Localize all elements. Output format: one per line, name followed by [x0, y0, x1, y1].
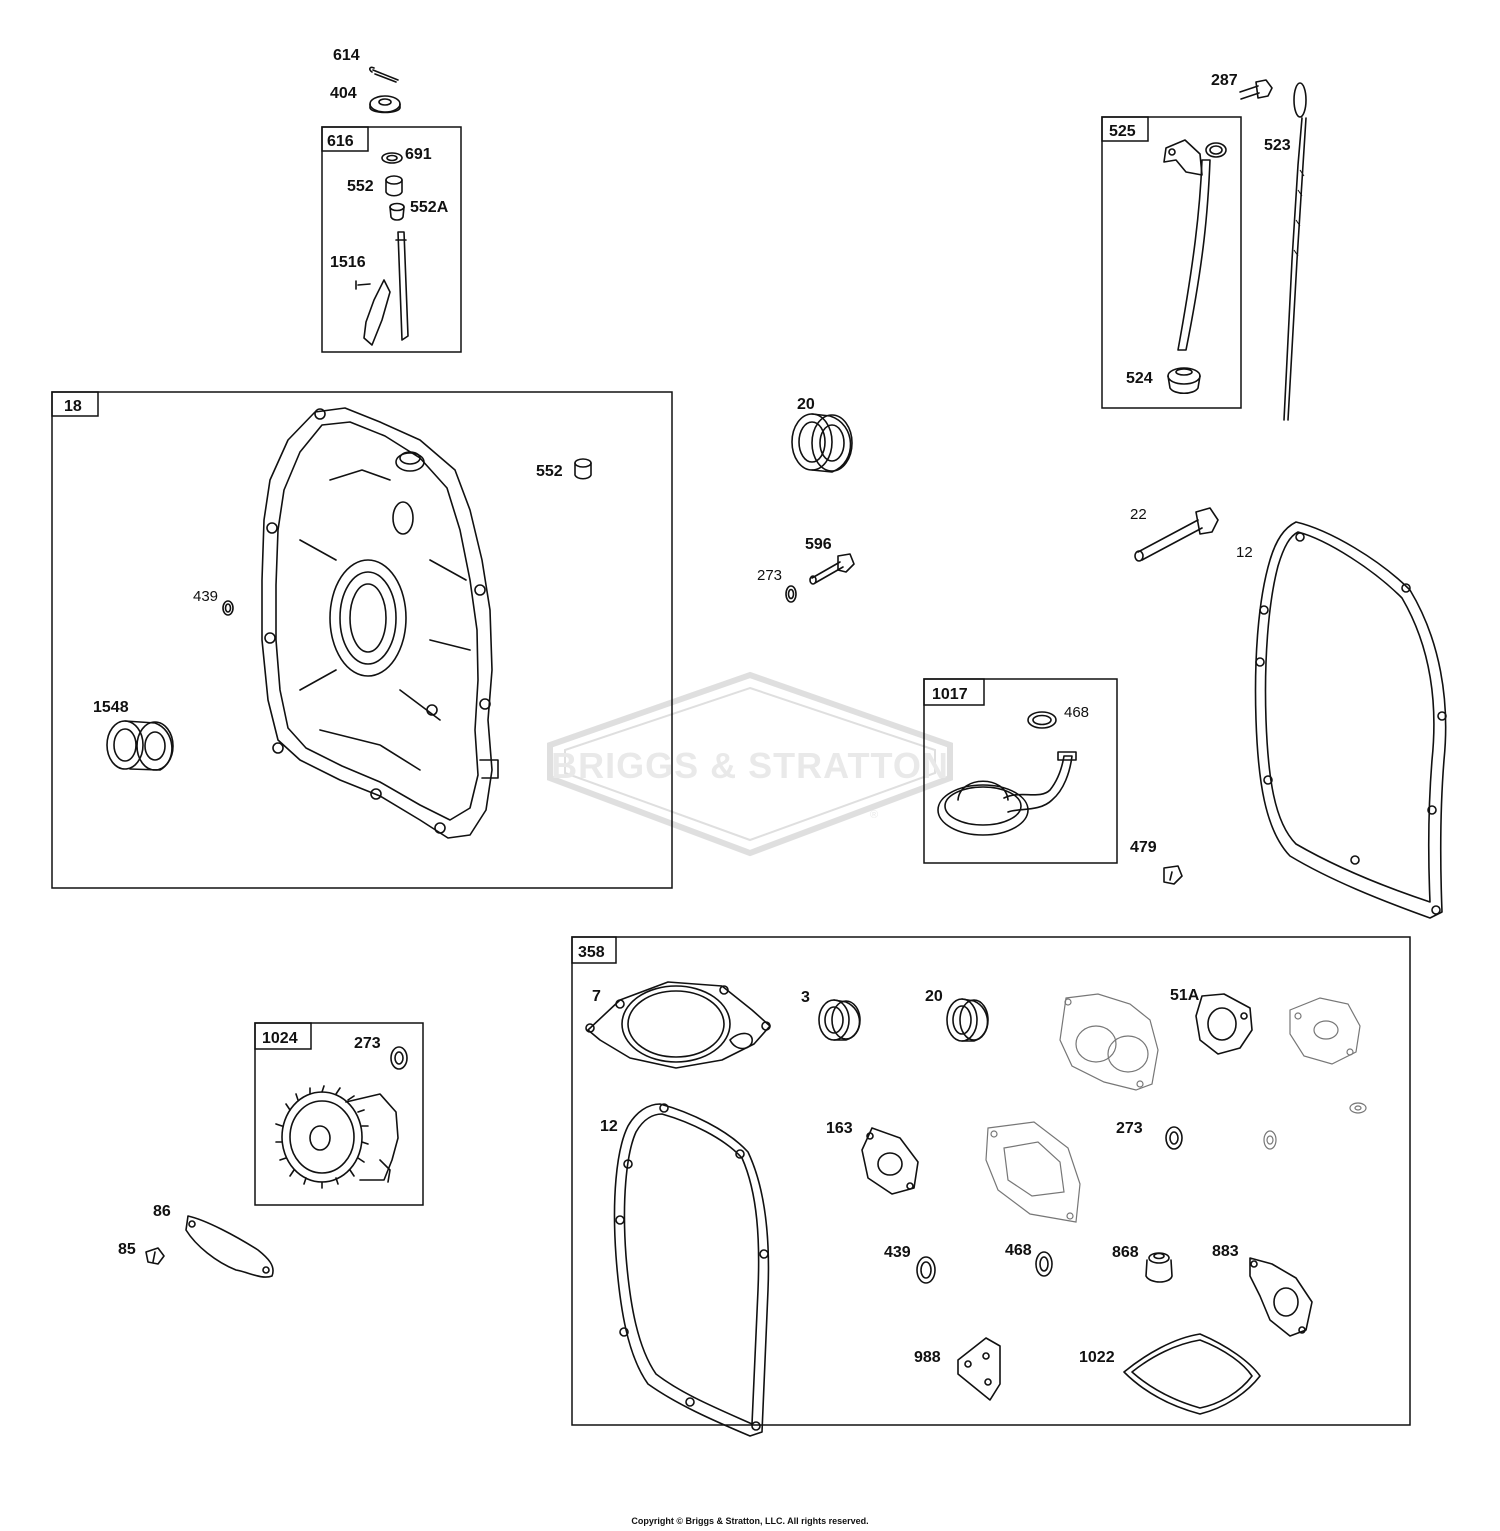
- part-273-washer-1024: [390, 1046, 408, 1070]
- part-163-gasket: [861, 1127, 919, 1195]
- part-1022-gasket: [1123, 1333, 1261, 1415]
- part-439-oring-kit: [916, 1256, 936, 1284]
- part-crankcase-cover: [261, 407, 499, 839]
- part-287-screw: [1239, 79, 1273, 100]
- label-3: 3: [801, 989, 810, 1006]
- part-1548-bearing: [106, 720, 174, 771]
- label-552-mid: 552: [536, 463, 563, 480]
- part-small-grey-washer-b: [1263, 1130, 1277, 1150]
- kit-box-616: 616: [321, 126, 462, 353]
- label-596: 596: [805, 536, 832, 553]
- label-51A: 51A: [1170, 987, 1200, 1004]
- label-20-mid: 20: [797, 396, 815, 413]
- kit-box-358: 358: [571, 936, 1411, 1426]
- part-gasket-grey-mid: [985, 1121, 1081, 1223]
- label-273-kit: 273: [1116, 1120, 1143, 1137]
- part-468-oring-kit: [1035, 1251, 1053, 1277]
- part-691-ring: [381, 152, 403, 164]
- part-dipstick-tube: [1163, 139, 1227, 351]
- label-12-right: 12: [1236, 544, 1253, 561]
- label-552-top: 552: [347, 178, 374, 195]
- part-1024-oil-pump: [275, 1085, 399, 1189]
- part-273-washer-mid: [785, 585, 797, 603]
- part-small-grey-washer-a: [1349, 1102, 1367, 1114]
- part-552-bushing-mid: [574, 458, 592, 480]
- label-163: 163: [826, 1120, 853, 1137]
- watermark-registered: ®: [870, 809, 878, 821]
- label-22: 22: [1130, 506, 1147, 523]
- label-468-mid: 468: [1064, 704, 1089, 721]
- part-988-gasket: [957, 1337, 1001, 1401]
- label-479: 479: [1130, 839, 1157, 856]
- part-439-oring-mid: [222, 600, 234, 616]
- part-exhaust-gasket-grey: [1059, 993, 1159, 1091]
- part-404-washer: [369, 95, 401, 114]
- label-868: 868: [1112, 1244, 1139, 1261]
- part-governor-arm: [363, 279, 391, 346]
- part-868-valve-seal: [1145, 1252, 1173, 1283]
- part-273-washer-kit: [1165, 1126, 1183, 1150]
- box-label-18: 18: [64, 398, 82, 415]
- label-1548: 1548: [93, 699, 129, 716]
- copyright-notice: Copyright © Briggs & Stratton, LLC. All …: [631, 1516, 869, 1526]
- part-552-bushing-top: [385, 175, 403, 197]
- label-7: 7: [592, 988, 601, 1005]
- part-86-cover: [185, 1215, 274, 1278]
- part-468-oring-mid: [1027, 711, 1057, 729]
- kit-box-525: 525: [1101, 116, 1242, 409]
- label-468-kit: 468: [1005, 1242, 1032, 1259]
- kit-box-1024: 1024: [254, 1022, 424, 1206]
- part-12-gasket-kit: [613, 1103, 770, 1437]
- label-85: 85: [118, 1241, 136, 1258]
- part-479-screw: [1163, 865, 1183, 885]
- label-883: 883: [1212, 1243, 1239, 1260]
- part-12-gasket-right: [1254, 521, 1447, 919]
- label-552A: 552A: [410, 199, 449, 216]
- part-1017-oil-pickup: [937, 751, 1077, 836]
- part-523-dipstick: [1283, 82, 1307, 421]
- part-1516-screw: [355, 280, 371, 290]
- part-883-gasket: [1249, 1257, 1313, 1337]
- part-20-seal-kit: [946, 998, 989, 1042]
- label-524: 524: [1126, 370, 1153, 387]
- label-988: 988: [914, 1349, 941, 1366]
- box-label-525: 525: [1109, 123, 1136, 140]
- label-86: 86: [153, 1203, 171, 1220]
- label-273-mid: 273: [757, 567, 782, 584]
- label-404: 404: [330, 85, 357, 102]
- label-1022: 1022: [1079, 1349, 1115, 1366]
- part-7-head-gasket: [585, 981, 771, 1069]
- part-552A-seal: [389, 202, 405, 221]
- label-287: 287: [1211, 72, 1238, 89]
- label-614: 614: [333, 47, 360, 64]
- label-439-mid: 439: [193, 588, 218, 605]
- label-691: 691: [405, 146, 432, 163]
- part-3-seal: [818, 999, 861, 1041]
- box-label-616: 616: [327, 133, 354, 150]
- part-85-screw: [145, 1247, 165, 1265]
- kit-box-18: 18: [51, 391, 673, 889]
- label-523: 523: [1264, 137, 1291, 154]
- label-1516: 1516: [330, 254, 366, 271]
- part-614-cotter-pin: [369, 66, 399, 83]
- kit-box-1017: 1017: [923, 678, 1118, 864]
- part-51A-gasket: [1195, 993, 1253, 1055]
- part-524-grommet: [1167, 367, 1201, 395]
- part-596-bolt: [809, 553, 855, 585]
- part-20-oil-seal: [791, 413, 853, 473]
- label-12-kit: 12: [600, 1118, 618, 1135]
- label-273-1024: 273: [354, 1035, 381, 1052]
- box-label-1024: 1024: [262, 1030, 298, 1047]
- part-22-bolt: [1134, 507, 1219, 562]
- label-20-kit: 20: [925, 988, 943, 1005]
- watermark-text: BRIGGS & STRATTON: [551, 745, 949, 786]
- box-label-1017: 1017: [932, 686, 968, 703]
- part-gasket-grey-right: [1289, 997, 1361, 1065]
- label-439-kit: 439: [884, 1244, 911, 1261]
- box-label-358: 358: [578, 944, 605, 961]
- part-governor-shaft: [395, 231, 409, 341]
- brand-watermark: BRIGGS & STRATTON ®: [547, 671, 953, 857]
